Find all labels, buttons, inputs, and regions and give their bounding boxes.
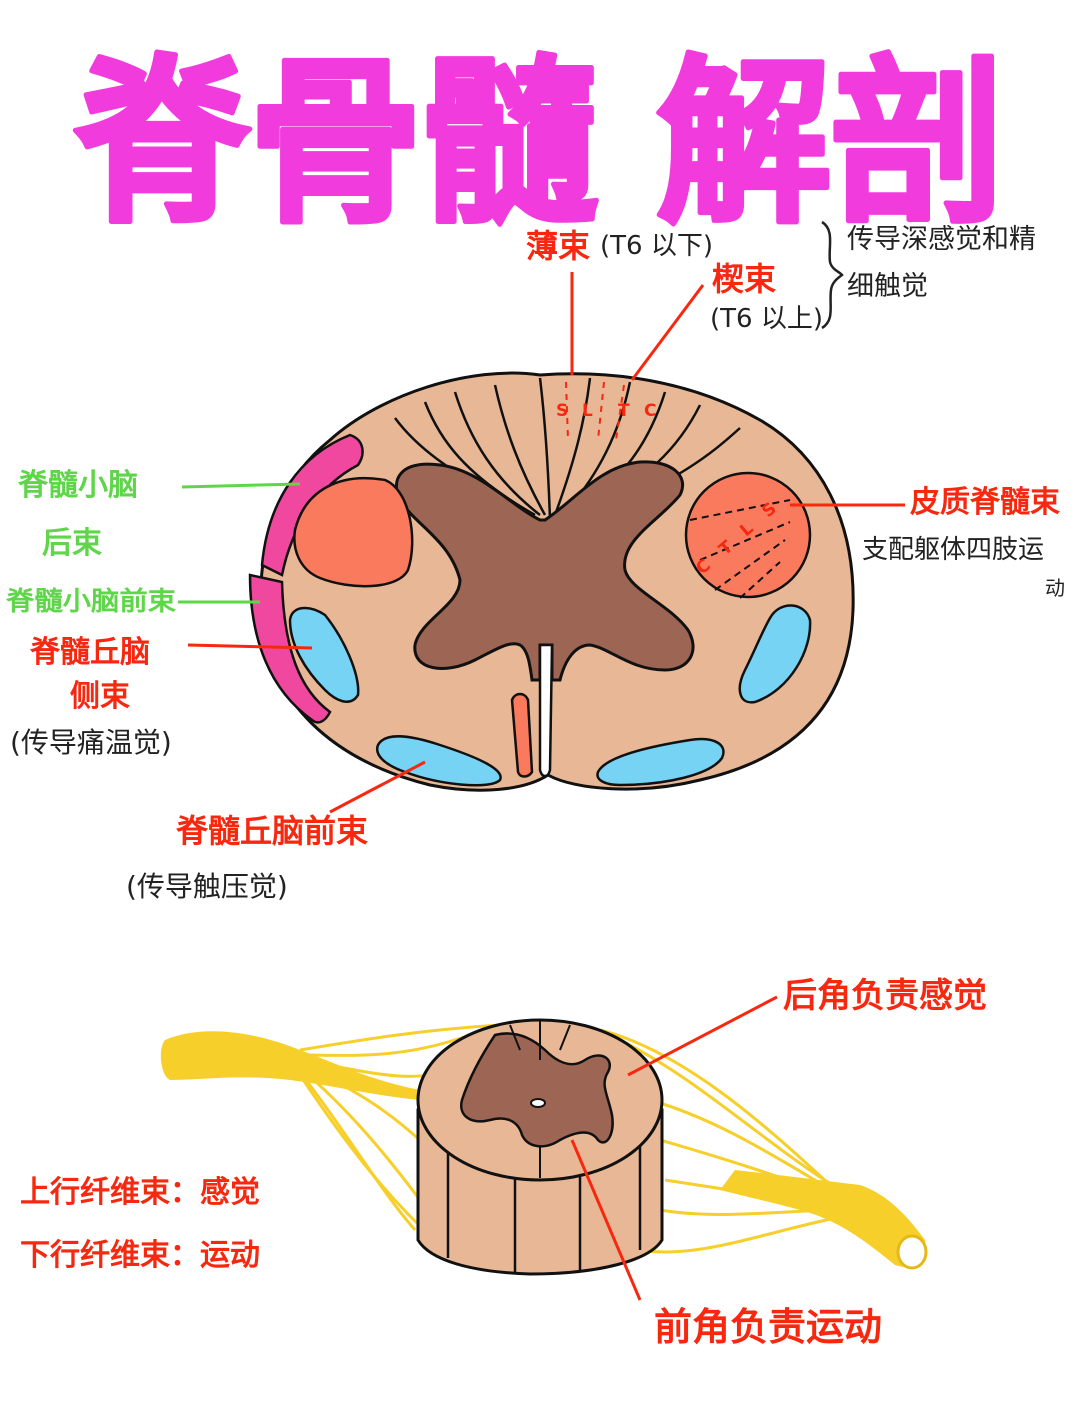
post-spinocerebellar-line2: 后束 [42,526,102,561]
post-spinocerebellar-line1: 脊髓小脑 [17,468,138,503]
spinal-cord-cross-section: C T L S S L T C [248,371,855,792]
gracilis-name: 薄束 [526,227,590,265]
corticospinal-lamination [689,499,791,599]
label-lateral-spinothalamic: 脊髓丘脑 侧束 (传导痛温觉) [10,635,313,759]
label-anterior-spinothalamic: 脊髓丘脑前束 (传导触压觉) [126,760,426,903]
page-title: 脊骨髓 解剖 [75,40,1005,247]
anterior-tract-right [596,737,725,787]
dorsal-column-letters: S L T C [556,401,656,421]
cuneatus-note: (T6 以上) [710,304,823,334]
anterior-spinothalamic-tract [375,735,502,787]
lateral-corticospinal-right [684,471,812,599]
label-fasciculus-cuneatus: 楔束 (T6 以上) [630,260,823,381]
posterior-horn-text: 后角负责感觉 [783,976,987,1016]
corticospinal-name: 皮质脊髓束 [910,485,1060,520]
gracilis-note: (T6 以下) [600,231,713,261]
ant-spinocerebellar-name: 脊髓小脑前束 [5,586,177,617]
svg-text:L: L [582,401,593,421]
lat-spinothalamic-line2: 侧束 [70,679,130,714]
lat-spinothalamic-line1: 脊髓丘脑 [29,635,150,670]
spinal-nerve-roots [160,1023,928,1270]
svg-text:T: T [618,401,630,421]
ascending-tracts-text: 上行纤维束：感觉 [20,1175,260,1210]
dorsal-column-marks [565,381,625,441]
lateral-tract-right [738,604,812,704]
ant-spinothalamic-function: (传导触压觉) [126,870,288,903]
descending-tracts-text: 下行纤维束：运动 [20,1238,260,1273]
svg-text:S: S [556,401,568,421]
dorsal-function-line2: 细触觉 [847,271,928,302]
anterior-horn-text: 前角负责运动 [654,1305,882,1349]
anterior-corticospinal [510,692,534,778]
ant-spinothalamic-name: 脊髓丘脑前束 [175,812,368,850]
label-dorsal-column-function: 传导深感觉和精 细触觉 [821,220,1036,330]
label-anterior-spinocerebellar: 脊髓小脑前束 [5,586,260,617]
lateral-corticospinal-left [293,476,414,588]
cuneatus-name: 楔束 [712,260,776,298]
label-corticospinal: 皮质脊髓束 支配躯体四肢运 动 [790,485,1065,600]
label-posterior-spinocerebellar: 脊髓小脑 后束 [17,468,301,561]
left-nerve [160,1031,420,1100]
corticospinal-function-line2: 动 [1045,576,1065,600]
corticospinal-function-line1: 支配躯体四肢运 [862,535,1044,565]
spinal-cord-segment [416,1018,664,1276]
right-nerve [720,1170,926,1268]
lat-spinothalamic-function: (传导痛温觉) [10,726,172,759]
lateral-spinothalamic-tract [288,606,360,704]
segment-gray-matter [459,1032,614,1148]
label-posterior-horn: 后角负责感觉 [627,976,987,1077]
anterior-fissure [538,643,554,778]
dorsal-function-line1: 传导深感觉和精 [847,224,1036,255]
label-fasciculus-gracilis: 薄束 (T6 以下) [526,227,713,375]
label-anterior-horn: 前角负责运动 [570,1139,882,1349]
svg-text:C: C [644,401,656,421]
